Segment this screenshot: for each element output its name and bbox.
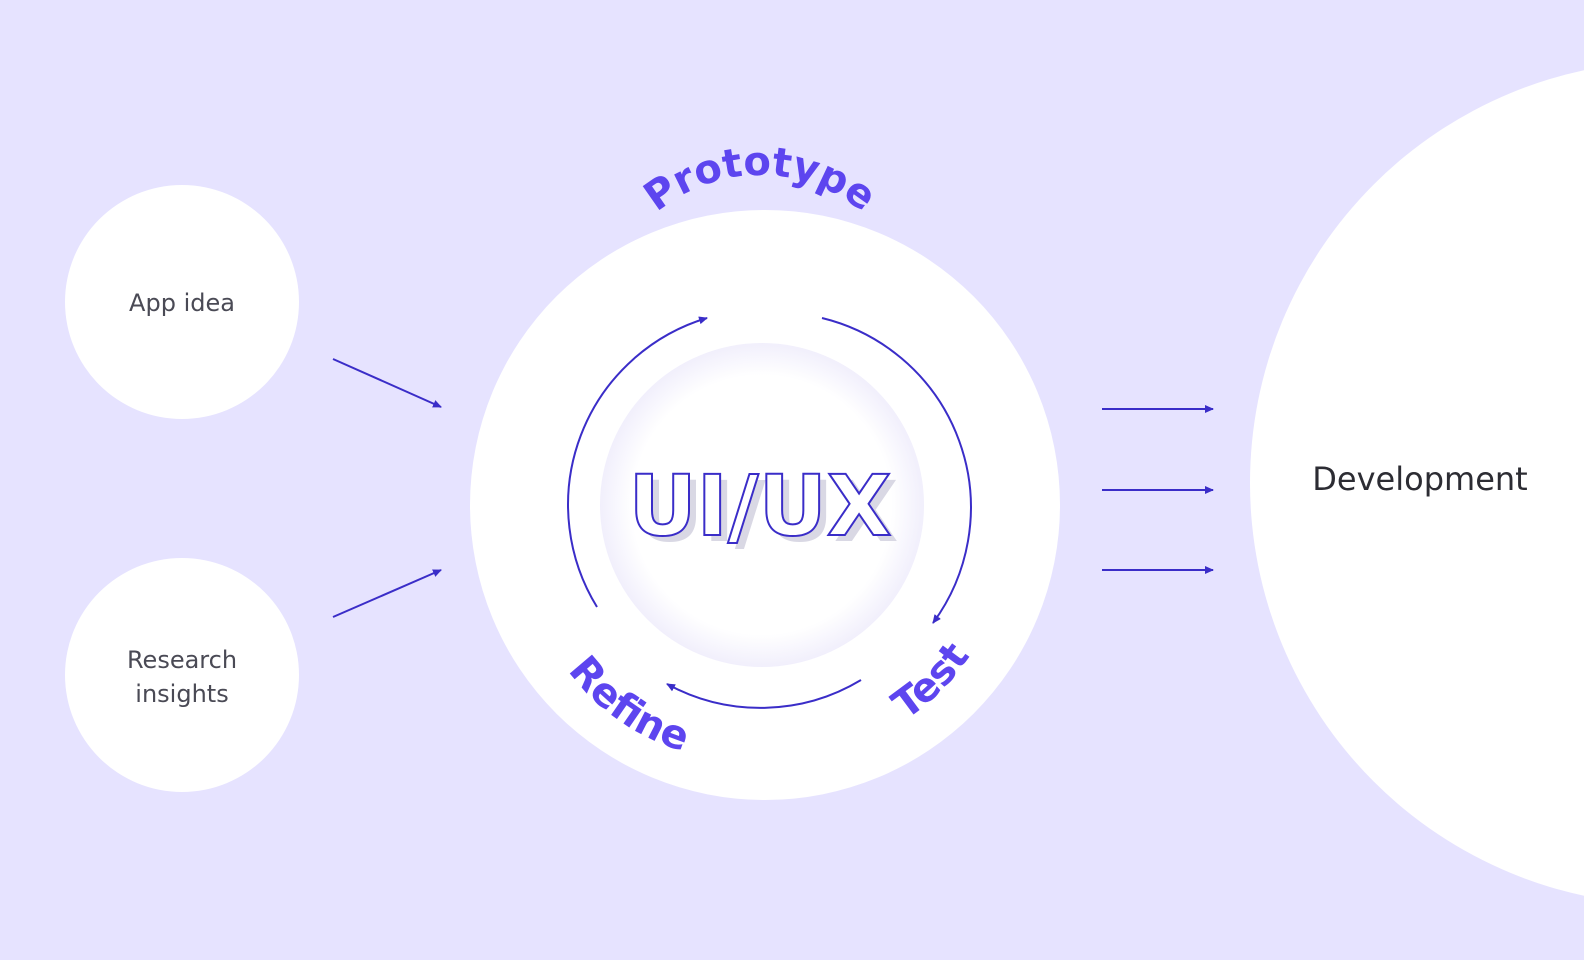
output-node-development: Development bbox=[1250, 70, 1584, 896]
center-title: UI/UX bbox=[628, 457, 891, 555]
output-label-development: Development bbox=[1312, 460, 1527, 498]
input-node-app-idea: App idea bbox=[65, 185, 299, 419]
phase-label-prototype-text: Prototype bbox=[636, 139, 884, 221]
cycle-node: Prototype Refine Test UI/UX UI/UX bbox=[470, 139, 1060, 800]
input-node-research-insights: Research insights bbox=[65, 558, 299, 792]
input-label-research: Research bbox=[127, 646, 237, 674]
input-label-app-idea: App idea bbox=[129, 289, 235, 317]
center-title-shadow: UI/UX bbox=[635, 463, 898, 561]
cycle-arrow-test-to-refine bbox=[666, 679, 862, 709]
cycle-arrow-refine-to-prototype bbox=[567, 316, 708, 608]
input-label-insights: insights bbox=[135, 680, 228, 708]
phase-label-prototype: Prototype bbox=[636, 139, 884, 221]
arrow-research-to-cycle bbox=[332, 569, 442, 618]
arrow-app-idea-to-cycle bbox=[332, 358, 442, 408]
cycle-arrow-prototype-to-test bbox=[821, 317, 972, 624]
cycle-inner-disc bbox=[600, 343, 924, 667]
